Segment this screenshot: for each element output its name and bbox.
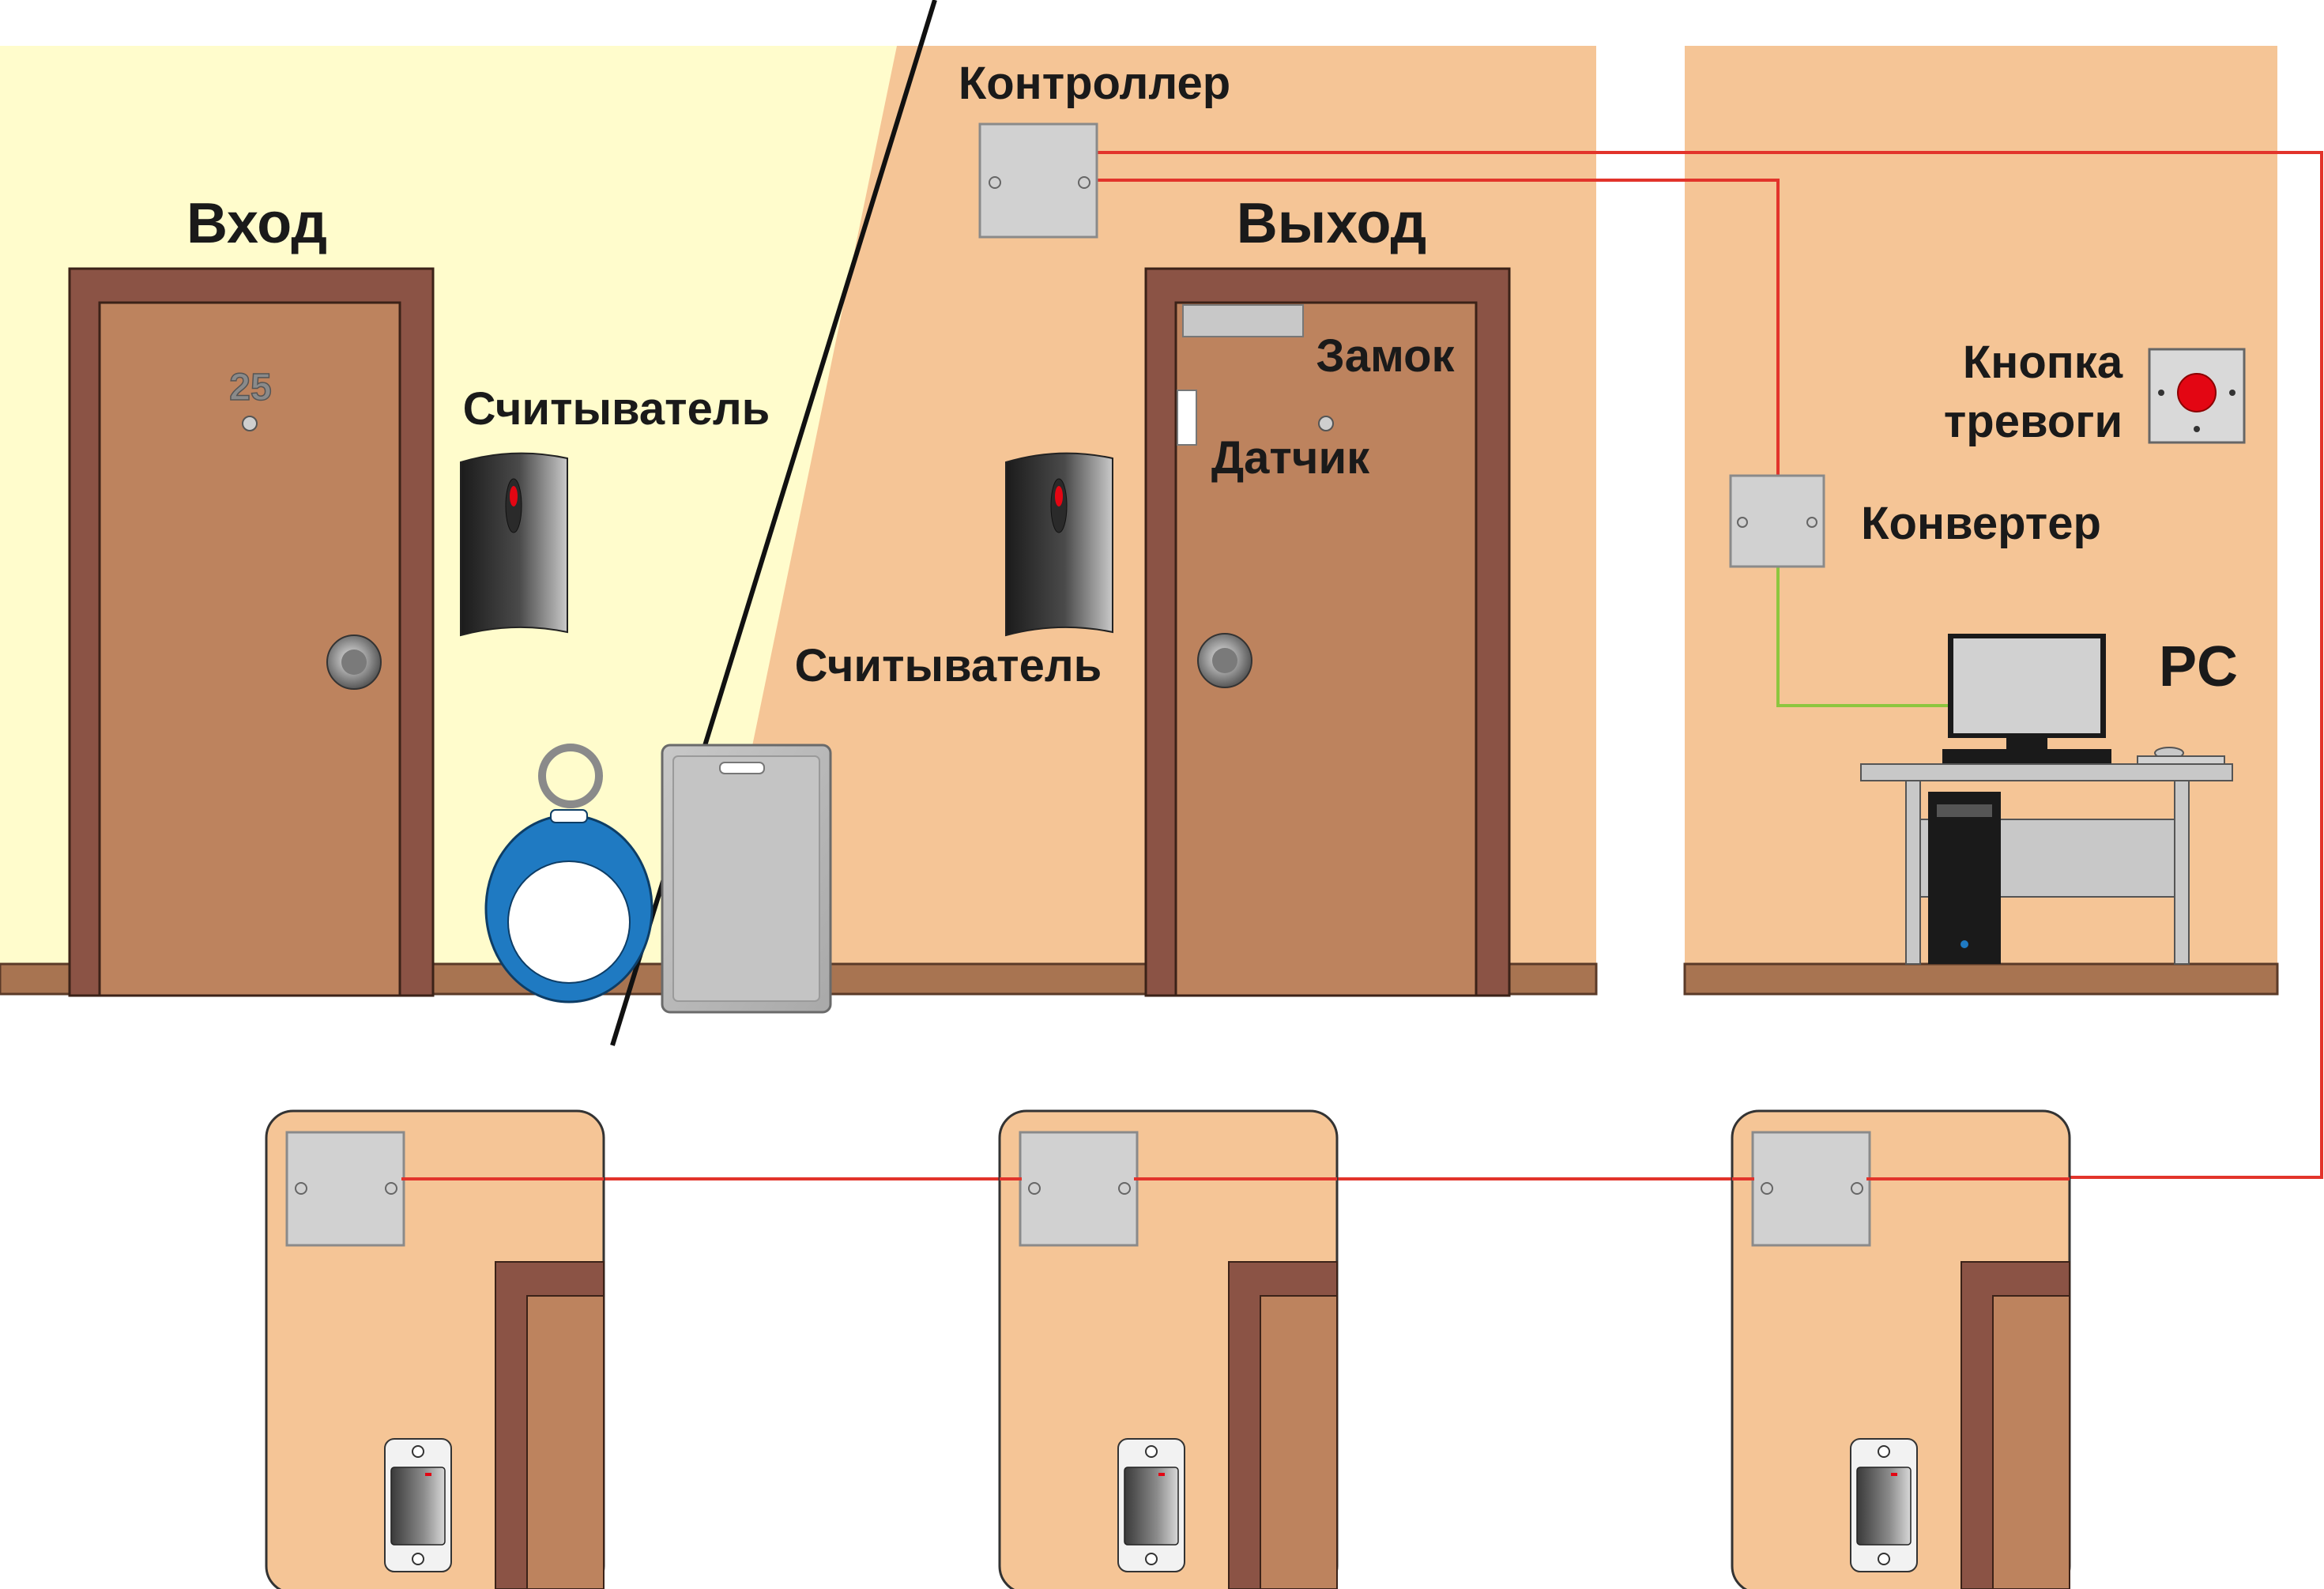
controller-box-icon — [978, 122, 1098, 239]
desk-top — [1860, 763, 2233, 781]
drive-bay — [1937, 804, 1992, 817]
panel-screw — [1028, 1182, 1041, 1195]
alarm-label-line1: Кнопка — [1963, 337, 2123, 388]
converter-screw-right — [1806, 517, 1817, 528]
panel-screw — [385, 1182, 397, 1195]
alarm-label-line2: тревоги — [1944, 396, 2122, 447]
panel-door-leaf — [1260, 1295, 1338, 1589]
sensor-label: Датчик — [1211, 432, 1370, 484]
converter-label: Конвертер — [1861, 498, 2101, 549]
controller-screw-right — [1078, 176, 1090, 189]
door-knob-center — [1212, 648, 1237, 673]
desk-leg-right — [2174, 780, 2190, 965]
converter-box-icon — [1729, 474, 1825, 568]
keyfob-window — [507, 860, 631, 984]
reader-led-red — [510, 486, 518, 506]
desk-leg-left — [1905, 780, 1921, 965]
panel-screw — [295, 1182, 307, 1195]
card-inner — [672, 755, 820, 1002]
door-number: 25 — [229, 367, 271, 409]
door-knob-center — [341, 650, 367, 675]
card-slot — [719, 762, 765, 774]
alarm-button-red — [2177, 373, 2217, 412]
power-led — [1961, 940, 1968, 948]
exit-door — [1144, 267, 1511, 997]
panel-screw — [1761, 1182, 1773, 1195]
controller-label: Контроллер — [959, 58, 1230, 109]
lock-label: Замок — [1316, 330, 1455, 382]
alarm-keyhole — [2194, 426, 2200, 432]
monitor-screen — [1953, 638, 2100, 733]
alarm-dot-right — [2229, 390, 2235, 396]
exit-label: Выход — [1237, 192, 1426, 255]
pc-label: PC — [2159, 635, 2238, 698]
wire-converter-to-pc — [1776, 567, 1948, 707]
converter-screw-left — [1737, 517, 1748, 528]
bottom-panel-3 — [1731, 1109, 2071, 1589]
panel-door-leaf — [526, 1295, 605, 1589]
floor-baseboard-server — [1683, 962, 2279, 996]
monitor-neck — [2006, 738, 2047, 749]
wire-controller-to-converter — [1097, 179, 1780, 476]
alarm-dot-left — [2158, 390, 2164, 396]
wire-controller-to-bus — [1097, 151, 2323, 1179]
door-peephole — [242, 416, 258, 431]
reader-left-label: Считыватель — [463, 383, 770, 435]
system-unit — [1928, 792, 2001, 964]
card-reader-icon — [1005, 452, 1113, 637]
alarm-button-icon — [2148, 348, 2246, 444]
bottom-panel-2 — [998, 1109, 1339, 1589]
lock-strip — [1182, 304, 1304, 337]
card-reader-icon — [384, 1438, 452, 1572]
panel-screw — [1851, 1182, 1863, 1195]
computer-icon — [1860, 634, 2233, 965]
card-reader-icon — [460, 452, 568, 637]
reader-right-label: Считыватель — [795, 640, 1102, 691]
panel-door-leaf — [1992, 1295, 2070, 1589]
keyfob-ring — [538, 744, 603, 808]
reader-led-red — [1055, 486, 1063, 506]
sensor-strip — [1177, 390, 1197, 446]
keyboard — [2137, 755, 2225, 765]
monitor-base — [1942, 749, 2111, 763]
card-reader-icon — [1117, 1438, 1185, 1572]
rfid-card-icon — [661, 744, 832, 1014]
entrance-door: 25 — [68, 267, 435, 997]
bottom-panel-1 — [265, 1109, 605, 1589]
entrance-label: Вход — [186, 192, 327, 255]
door-peephole — [1318, 416, 1334, 431]
controller-screw-left — [989, 176, 1001, 189]
panel-screw — [1118, 1182, 1131, 1195]
rfid-keyfob-icon — [484, 744, 654, 1003]
converter-box — [1729, 474, 1825, 568]
keyfob-slot — [550, 809, 588, 823]
card-reader-icon — [1850, 1438, 1918, 1572]
